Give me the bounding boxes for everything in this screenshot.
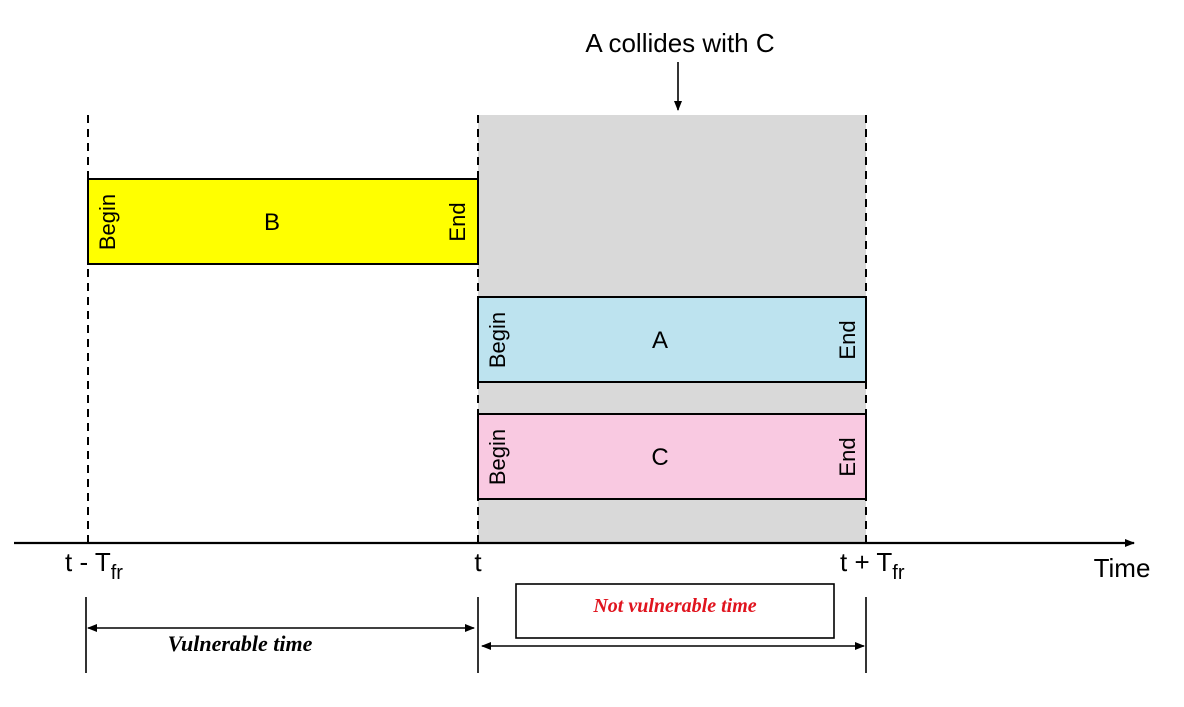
tick-label-right: t + Tfr: [840, 547, 905, 584]
frame-c-end: End: [835, 437, 860, 476]
frame-a-box: [477, 296, 867, 383]
frame-c-begin: Begin: [485, 429, 510, 485]
frame-b: B Begin End: [87, 178, 479, 265]
vulnerable-time-label: Vulnerable time: [168, 631, 313, 656]
not-vulnerable-time-label: Not vulnerable time: [592, 595, 756, 617]
tick-left-base: t - T: [65, 547, 111, 577]
collision-title: A collides with C: [585, 28, 774, 58]
frame-b-end: End: [445, 202, 470, 241]
tick-left-sub: fr: [111, 562, 124, 584]
frame-b-label: B: [264, 209, 280, 236]
frame-a-begin: Begin: [485, 312, 510, 368]
frame-a: A Begin End: [477, 296, 867, 383]
frame-c-box: [477, 413, 867, 500]
not-vulnerable-box: [515, 583, 835, 639]
frame-a-end: End: [835, 320, 860, 359]
frame-b-begin: Begin: [95, 194, 120, 250]
tick-label-mid: t: [474, 547, 482, 577]
tick-label-left: t - Tfr: [65, 547, 123, 584]
frame-b-box: [87, 178, 479, 265]
time-axis-label: Time: [1094, 553, 1151, 583]
frame-a-label: A: [652, 327, 668, 354]
tick-right-base: t + T: [840, 547, 892, 577]
tick-right-sub: fr: [892, 562, 905, 584]
frame-c: C Begin End: [477, 413, 867, 500]
frame-c-label: C: [651, 444, 668, 471]
